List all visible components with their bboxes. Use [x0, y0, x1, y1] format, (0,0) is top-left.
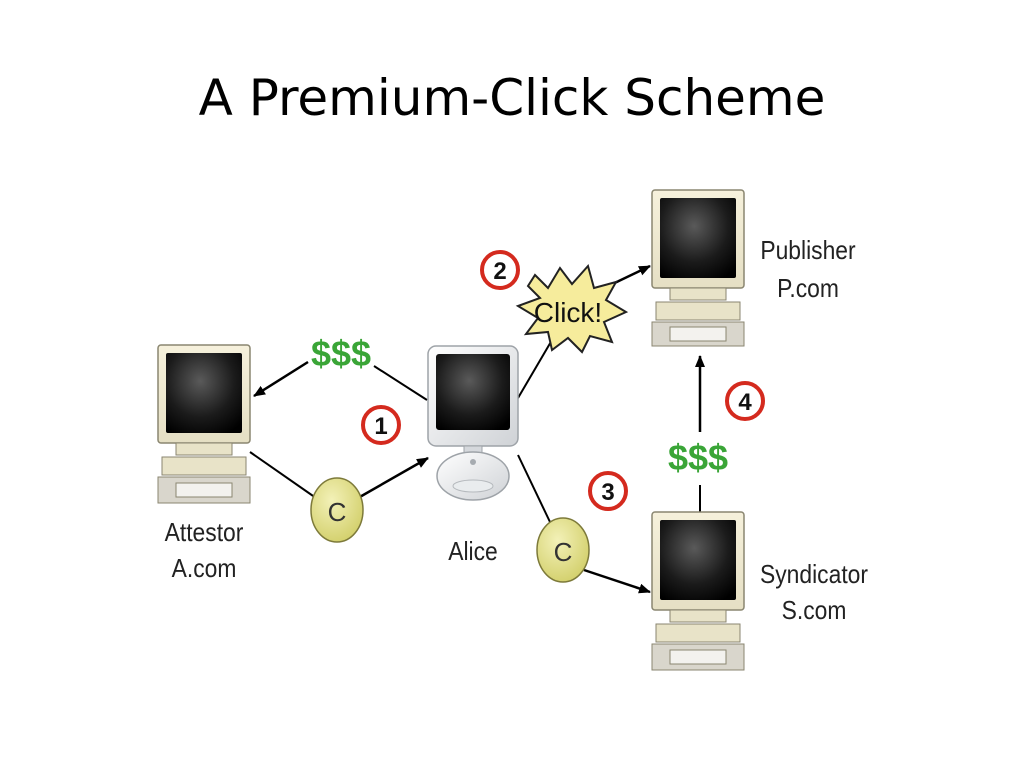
step-badge-4-number: 4: [738, 389, 752, 416]
step-badge-4: 4: [725, 381, 765, 421]
publisher-computer-icon: [651, 189, 745, 347]
publisher-label-line2: P.com: [777, 275, 839, 304]
alice-label: Alice: [448, 538, 498, 567]
slide-title: A Premium-Click Scheme: [198, 69, 826, 127]
click-burst: Click!: [515, 263, 629, 354]
step-badge-1-number: 1: [374, 413, 387, 440]
coupon-token-1: C: [310, 477, 364, 543]
step-badge-2-number: 2: [493, 258, 506, 285]
attestor-label-line2: A.com: [172, 555, 237, 584]
coupon-to-syndicator-arrow: [583, 568, 651, 594]
syndicator-computer-icon: [651, 511, 745, 671]
alice-to-coupon-line: [517, 454, 551, 523]
connectors: [249, 264, 705, 594]
money-to-attestor-arrow: [253, 360, 309, 398]
coupon-token-2: C: [536, 517, 590, 583]
alice-to-click-line: [517, 339, 553, 399]
attestor-to-coupon-line: [249, 451, 317, 499]
coupon-token-1-label: C: [328, 497, 347, 527]
step-badge-2: 2: [480, 250, 520, 290]
syndicator-label-line2: S.com: [782, 597, 847, 626]
alice-to-money-line: [373, 365, 428, 401]
step-badge-1: 1: [361, 405, 401, 445]
step-badge-3: 3: [588, 471, 628, 511]
publisher-label-line1: Publisher: [760, 237, 855, 266]
attestor-computer-icon: [157, 344, 251, 504]
syndicator-label-line1: Syndicator: [760, 561, 868, 590]
click-burst-shape: [515, 263, 629, 354]
step-badge-3-number: 3: [601, 479, 614, 506]
attestor-label-line1: Attestor: [165, 519, 244, 548]
click-burst-label: Click!: [534, 297, 602, 328]
payment-label-attestor: $$$: [311, 333, 371, 374]
payment-label-publisher: $$$: [668, 437, 728, 478]
alice-imac-icon: [427, 345, 519, 501]
coupon-token-2-label: C: [554, 537, 573, 567]
coupon-to-alice-arrow: [357, 456, 429, 500]
